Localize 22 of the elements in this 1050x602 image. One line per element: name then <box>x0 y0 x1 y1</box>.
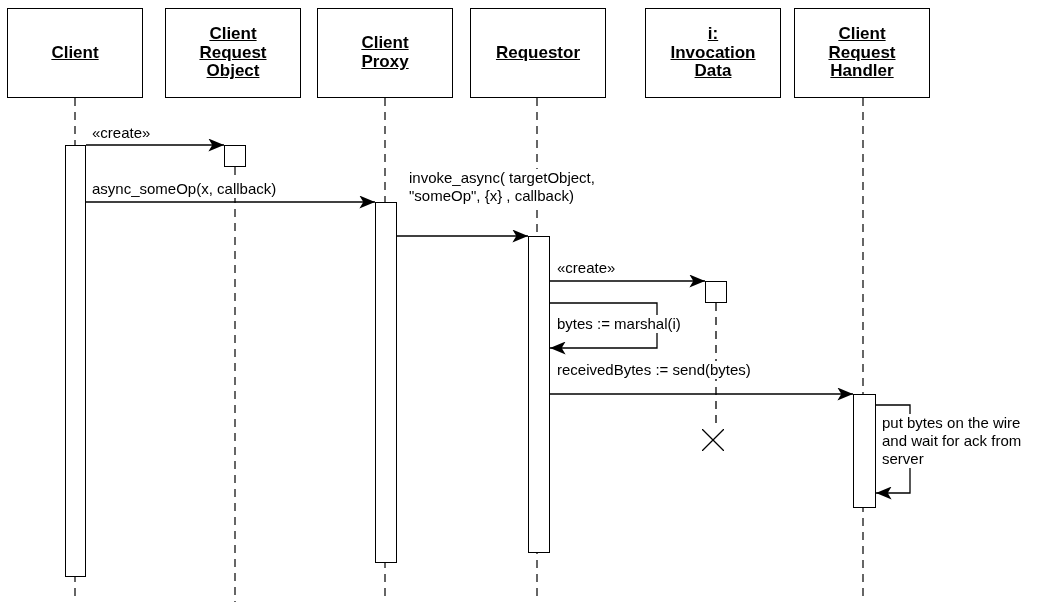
message-arrow <box>85 138 225 152</box>
message-arrow <box>549 302 658 355</box>
lifeline-header: Client Request Handler <box>794 8 930 98</box>
activation-bar <box>853 394 876 508</box>
lifeline-header: i: Invocation Data <box>645 8 781 98</box>
lifeline-header: Client Request Object <box>165 8 301 98</box>
message-label: bytes := marshal(i) <box>555 315 683 333</box>
message-arrow <box>85 195 376 209</box>
activation-bar <box>65 145 86 577</box>
lifeline-header: Client Proxy <box>317 8 453 98</box>
object-box <box>705 281 727 303</box>
message-arrow <box>549 274 706 288</box>
message-arrow <box>549 387 854 401</box>
lifeline-header: Client <box>7 8 143 98</box>
activation-bar <box>375 202 397 563</box>
destruction-mark <box>702 429 724 451</box>
object-box <box>224 145 246 167</box>
activation-bar <box>528 236 550 553</box>
lifeline-header: Requestor <box>470 8 606 98</box>
message-label: async_someOp(x, callback) <box>90 180 279 198</box>
message-arrow <box>396 229 529 243</box>
message-label: receivedBytes := send(bytes) <box>555 361 753 379</box>
